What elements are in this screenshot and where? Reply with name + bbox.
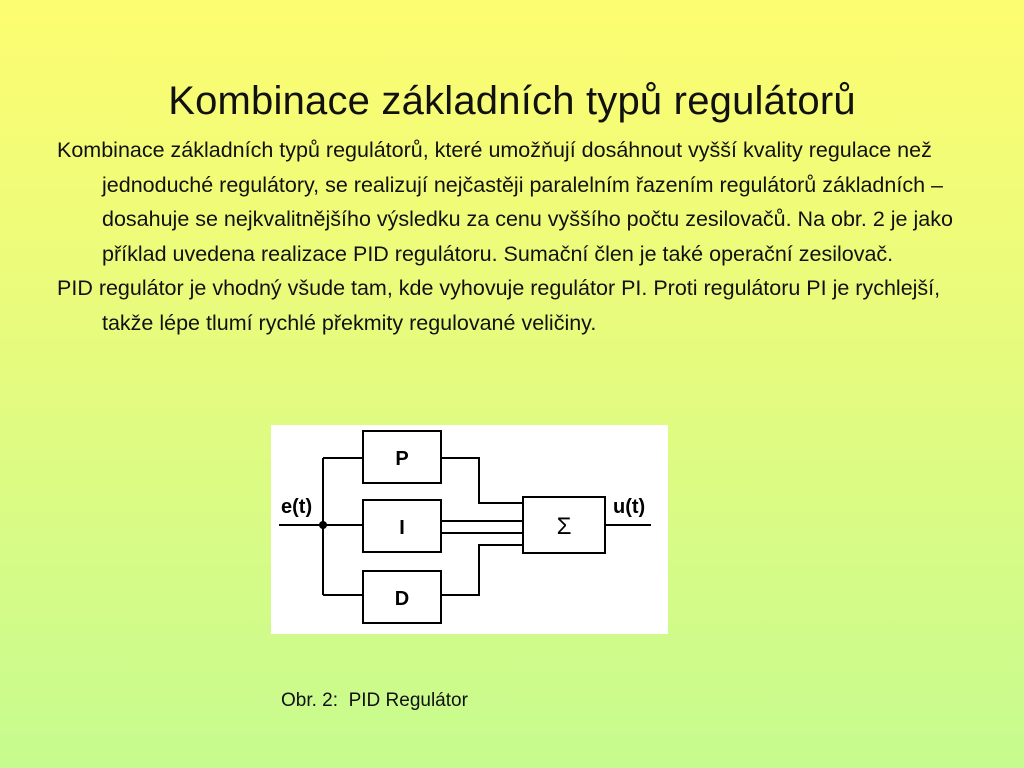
block-sum-label: Σ: [557, 513, 572, 540]
block-i: [362, 499, 442, 553]
slide-title: Kombinace základních typů regulátorů: [168, 78, 856, 123]
pid-block-diagram: e(t) u(t) P I D Σ: [271, 425, 668, 634]
body-text: Kombinace základních typů regulátorů, kt…: [57, 133, 957, 340]
path-d-to-sum: [441, 544, 523, 596]
block-d-label: D: [395, 588, 409, 610]
paragraph-pid-combination: Kombinace základních typů regulátorů, kt…: [57, 138, 953, 266]
path-p-to-sum: [441, 457, 523, 504]
paragraph-pid-usage: PID regulátor je vhodný všude tam, kde v…: [57, 276, 941, 335]
block-d: [362, 570, 442, 624]
junction-dot: [319, 521, 327, 529]
figure-caption: Obr. 2: PID Regulátor: [281, 690, 468, 711]
block-p-label: P: [395, 448, 408, 470]
output-label: u(t): [613, 496, 645, 518]
input-label: e(t): [281, 496, 312, 518]
block-i-label: I: [399, 517, 405, 539]
